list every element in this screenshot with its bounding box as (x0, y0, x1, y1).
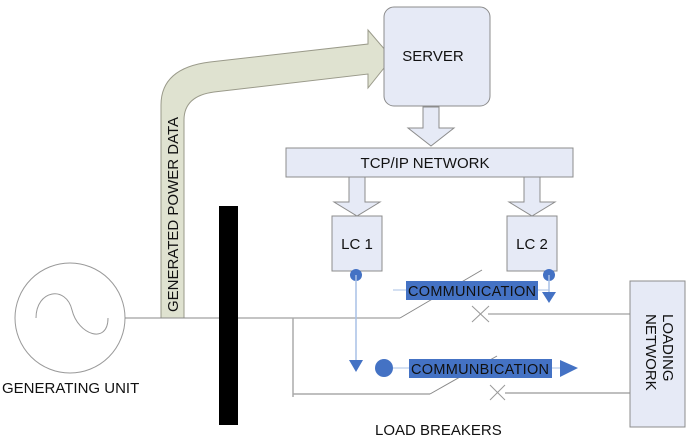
comm2-start-dot (375, 359, 393, 377)
loading-network-label-1: LOADING (659, 314, 676, 382)
communication-label-1: COMMUNICATION (408, 284, 536, 300)
load-breakers-label: LOAD BREAKERS (375, 422, 502, 439)
bus-bar (219, 206, 238, 425)
communication-label-bg-1 (406, 281, 538, 300)
network-to-lc2-arrow (507, 176, 557, 217)
breaker1-x-b (471, 305, 490, 323)
lc2-link-arrowhead (542, 292, 556, 303)
ac-sine-icon (35, 293, 109, 335)
lc1-link-arrowhead (349, 360, 363, 372)
tcpip-network-label: TCP/IP NETWORK (361, 155, 490, 172)
communication-label-bg-2 (409, 359, 552, 378)
server-box[interactable] (383, 6, 491, 107)
lc1-label: LC 1 (341, 236, 373, 253)
loading-network-box[interactable] (629, 280, 686, 428)
breaker2-x-b (489, 384, 506, 401)
lc1-box[interactable] (331, 215, 383, 272)
network-to-lc1-arrow (332, 176, 382, 217)
lc2-box[interactable] (506, 215, 558, 272)
server-label: SERVER (402, 48, 464, 65)
generated-power-data-label: GENERATED POWER DATA (165, 117, 182, 312)
server-to-network-arrow (406, 106, 456, 147)
tcpip-network-bar[interactable] (285, 147, 574, 178)
communication-label-2: COMMUNBICATION (411, 362, 549, 378)
lc2-label: LC 2 (516, 236, 548, 253)
generating-unit-label: GENERATING UNIT (2, 380, 139, 397)
loading-network-label-2: NETWORK (642, 314, 659, 391)
comm2-arrowhead (560, 360, 578, 377)
